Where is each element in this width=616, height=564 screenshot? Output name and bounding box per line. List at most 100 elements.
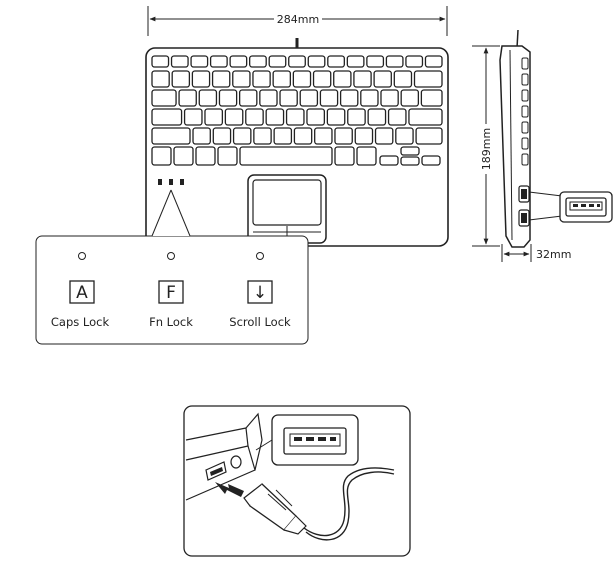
key — [374, 127, 394, 145]
key — [400, 89, 420, 107]
key — [239, 146, 333, 166]
caps-lock-icon: A — [76, 283, 88, 303]
key — [209, 55, 228, 68]
key — [346, 55, 365, 68]
keyboard-side-view: 189mm 32mm — [472, 29, 613, 262]
key — [224, 108, 244, 126]
key — [198, 89, 218, 107]
side-key — [521, 153, 529, 166]
key — [245, 108, 264, 126]
indicator-scroll-lock: ↓ Scroll Lock — [229, 252, 291, 329]
side-key — [521, 105, 529, 118]
caps-lock-label: Caps Lock — [51, 315, 110, 329]
height-label: 189mm — [480, 128, 493, 170]
side-key — [521, 89, 529, 102]
key — [191, 70, 211, 88]
key — [178, 89, 197, 107]
touchpad — [247, 174, 327, 244]
width-dimension: 284mm — [147, 6, 448, 36]
key — [252, 70, 271, 88]
key — [339, 89, 359, 107]
key — [421, 155, 441, 166]
key — [312, 70, 332, 88]
key — [151, 127, 191, 145]
key — [405, 55, 424, 68]
keyboard-top-view — [145, 38, 449, 247]
key — [293, 127, 313, 145]
key-grid — [151, 55, 443, 166]
usb-port-closeup — [255, 414, 359, 466]
key — [249, 55, 267, 68]
key — [170, 55, 189, 68]
side-key-edges — [521, 57, 529, 166]
key — [173, 146, 194, 166]
key — [314, 127, 333, 145]
usb-connection-illustration — [183, 405, 411, 557]
key — [288, 55, 306, 68]
key — [366, 55, 385, 68]
key — [373, 70, 392, 88]
key — [400, 146, 420, 156]
depth-dimension: 32mm — [501, 244, 571, 262]
key — [299, 89, 319, 107]
indicator-callout: A Caps Lock F Fn Lock ↓ Scroll Lock — [35, 189, 309, 345]
indicator-dots — [158, 179, 184, 185]
key — [353, 70, 372, 88]
key — [424, 55, 443, 68]
key — [292, 70, 312, 88]
key — [387, 108, 407, 126]
key — [192, 127, 211, 145]
key — [279, 89, 298, 107]
key — [151, 70, 170, 88]
scroll-lock-label: Scroll Lock — [229, 315, 291, 329]
key — [190, 55, 209, 68]
key — [393, 70, 413, 88]
key — [327, 55, 345, 68]
key — [367, 108, 387, 126]
key — [415, 127, 443, 145]
key — [334, 127, 353, 145]
scroll-lock-icon: ↓ — [253, 283, 267, 303]
key — [204, 108, 224, 126]
key — [408, 108, 443, 126]
key — [400, 156, 420, 166]
key — [272, 70, 291, 88]
key — [307, 55, 326, 68]
key — [232, 127, 252, 145]
fn-lock-icon: F — [166, 283, 176, 303]
key — [268, 55, 287, 68]
key — [273, 127, 293, 145]
key — [218, 89, 238, 107]
key — [360, 89, 379, 107]
key — [229, 55, 248, 68]
key — [379, 155, 399, 166]
key — [183, 108, 203, 126]
key — [395, 127, 414, 145]
key — [306, 108, 326, 126]
key — [259, 89, 278, 107]
key — [420, 89, 443, 107]
key — [151, 89, 177, 107]
height-dimension: 189mm — [472, 45, 500, 247]
key — [285, 108, 305, 126]
side-key — [521, 137, 529, 150]
depth-label: 32mm — [536, 248, 571, 261]
key — [212, 127, 232, 145]
key — [385, 55, 404, 68]
indicator-fn-lock: F Fn Lock — [149, 252, 193, 329]
width-label: 284mm — [277, 13, 319, 26]
key — [253, 127, 272, 145]
key — [151, 146, 172, 166]
side-key — [521, 73, 529, 86]
key — [334, 146, 355, 166]
key — [347, 108, 366, 126]
usb-plug — [243, 483, 307, 535]
key — [319, 89, 339, 107]
key — [151, 108, 183, 126]
key — [211, 70, 231, 88]
key — [232, 70, 251, 88]
key — [217, 146, 238, 166]
key — [238, 89, 258, 107]
insert-arrow-icon — [215, 482, 244, 497]
